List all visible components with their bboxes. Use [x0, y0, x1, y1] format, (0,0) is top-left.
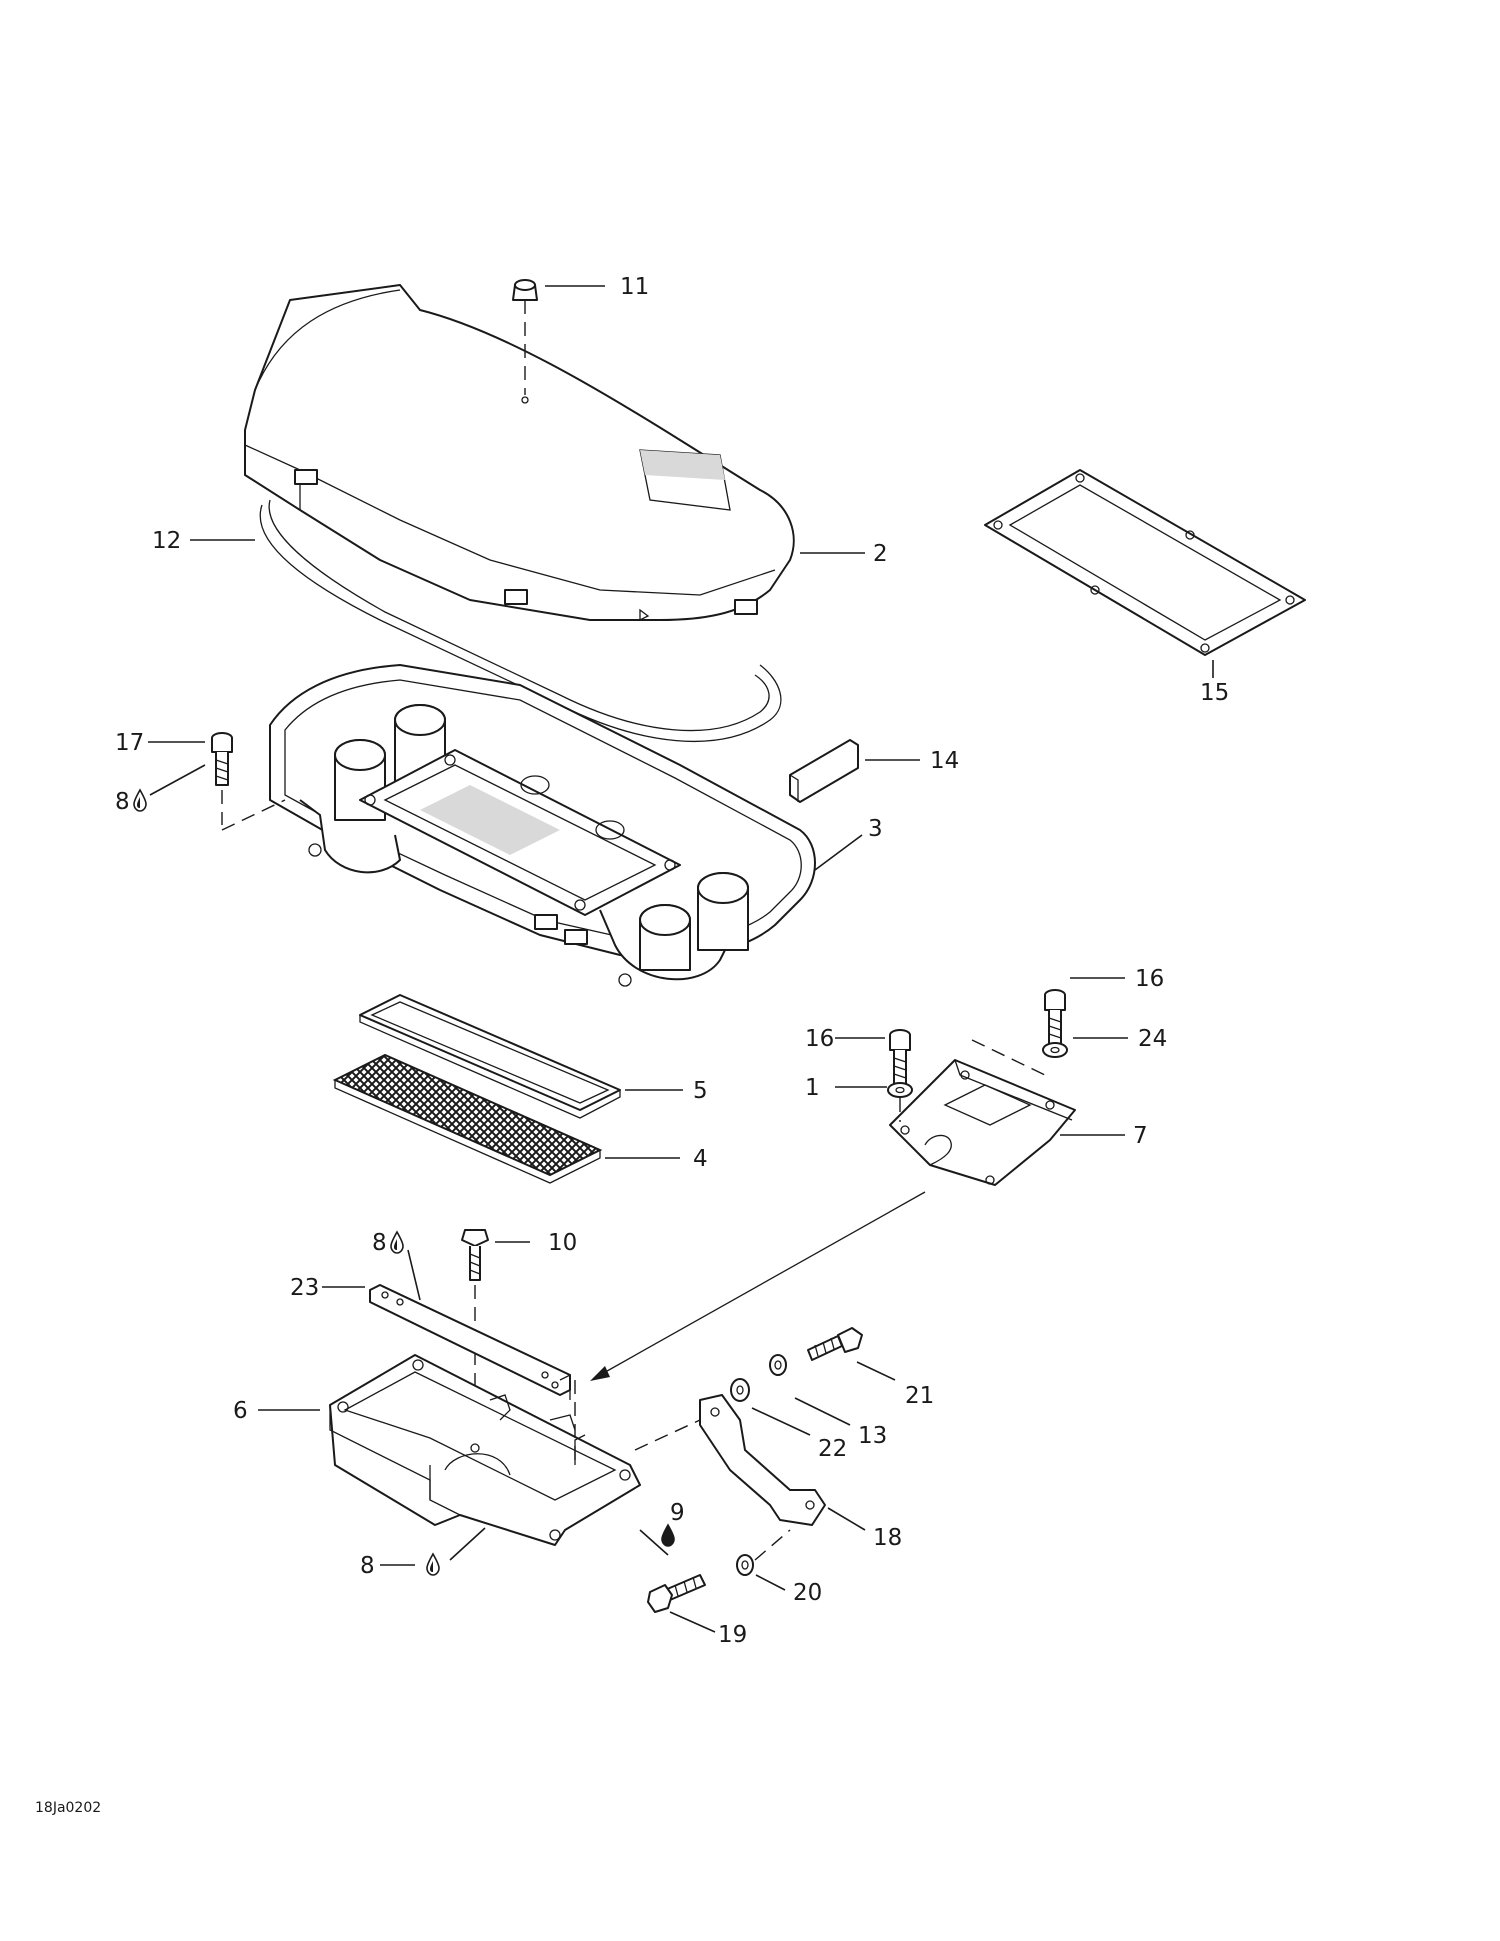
callout-13: 13	[858, 1423, 887, 1449]
lubricant-drop-icon	[426, 1552, 440, 1576]
screw-16-left	[889, 1029, 911, 1086]
washer-22	[730, 1378, 750, 1402]
callout-17: 17	[115, 730, 144, 756]
callout-20: 20	[793, 1580, 822, 1606]
callout-2: 2	[873, 541, 888, 567]
lubricant-drop-icon	[390, 1230, 404, 1254]
callout-9: 9	[670, 1500, 685, 1526]
callout-22: 22	[818, 1436, 847, 1462]
silencer-cover	[244, 284, 795, 622]
silencer-base	[269, 664, 816, 987]
callout-16: 16	[805, 1026, 834, 1052]
callout-11: 11	[620, 274, 649, 300]
screw-21	[807, 1327, 863, 1361]
callout-7: 7	[1133, 1123, 1148, 1149]
filter-gasket	[359, 994, 621, 1119]
callout-8: 8	[115, 789, 130, 815]
callout-12: 12	[152, 528, 181, 554]
washer-1	[887, 1082, 913, 1122]
callout-14: 14	[930, 748, 959, 774]
screw-16-right	[1044, 989, 1066, 1046]
callout-1: 1	[805, 1075, 820, 1101]
callout-15: 15	[1200, 680, 1229, 706]
filter-element	[332, 1053, 603, 1184]
callout-3: 3	[868, 816, 883, 842]
leader-lines	[148, 285, 1214, 1633]
washer-20	[736, 1529, 791, 1576]
clip	[789, 739, 859, 803]
mounting-plate	[889, 1039, 1076, 1186]
cover-gasket	[259, 499, 782, 743]
washer-13	[769, 1354, 787, 1376]
screw-19	[647, 1574, 706, 1613]
callout-10: 10	[548, 1230, 577, 1256]
grommet	[512, 279, 538, 404]
callout-8: 8	[360, 1553, 375, 1579]
callout-18: 18	[873, 1525, 902, 1551]
callout-24: 24	[1138, 1026, 1167, 1052]
callout-5: 5	[693, 1078, 708, 1104]
callout-21: 21	[905, 1383, 934, 1409]
callout-19: 19	[718, 1622, 747, 1648]
washer-24	[1042, 1042, 1068, 1058]
bracket	[634, 1394, 826, 1526]
lubricant-drop-icon	[133, 788, 147, 812]
adaptor-base	[329, 1354, 641, 1546]
mounting-gasket	[984, 469, 1306, 656]
callout-4: 4	[693, 1146, 708, 1172]
callout-labels: 11 12 2 15 17 8 14 3 16 16 24 5 1 7 4 8 …	[115, 274, 1229, 1648]
callout-23: 23	[290, 1275, 319, 1301]
callout-8: 8	[372, 1230, 387, 1256]
drawing-code: 18Ja0202	[35, 1800, 101, 1816]
assembly-arrow	[574, 1191, 926, 1465]
callout-16: 16	[1135, 966, 1164, 992]
callout-6: 6	[233, 1398, 248, 1424]
lubricant-drop-icon	[661, 1523, 675, 1547]
screw-17	[211, 732, 286, 831]
